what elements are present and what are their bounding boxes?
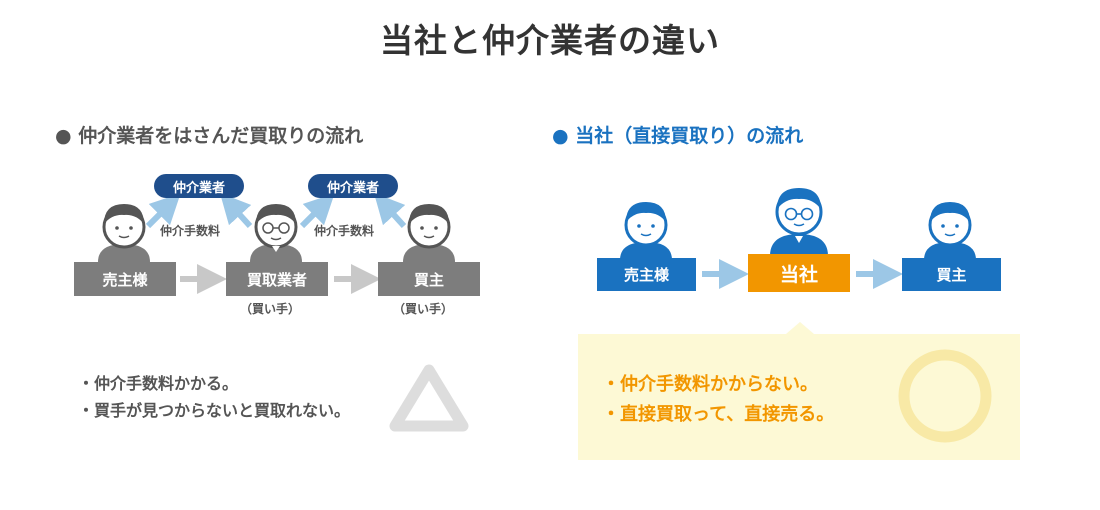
left-heading-text: 仲介業者をはさんだ買取りの流れ (78, 125, 364, 147)
panel-pointer (786, 322, 814, 334)
broker-pill-1: 仲介業者 (154, 174, 244, 198)
broker-pill-2: 仲介業者 (308, 174, 398, 198)
fee-label-2: 仲介手数料 (314, 224, 375, 238)
buyer-box: 買主 (902, 258, 1001, 291)
seller-person-icon (98, 204, 150, 262)
fee-arrow-right-2 (373, 192, 407, 229)
right-point-2: ・直接買取って、直接売る。 (602, 404, 835, 425)
seller-box: 売主様 (597, 258, 696, 291)
fee-arrow-left-2 (299, 193, 335, 229)
fee-arrow-right-1 (219, 192, 253, 229)
buyer-person-icon (924, 202, 976, 260)
bullet-icon: ● (55, 125, 72, 147)
seller-box: 売主様 (74, 262, 176, 296)
buyer-person-icon (403, 204, 455, 262)
buyer-company-box: 買取業者 (226, 262, 328, 296)
buyer-company-sublabel: （買い手） (240, 302, 301, 316)
company-box: 当社 (748, 254, 850, 292)
bullet-icon: ● (552, 125, 569, 147)
buyer-sublabel: （買い手） (393, 302, 454, 316)
page-title: 当社と仲介業者の違い (380, 21, 720, 60)
right-heading-text: 当社（直接買取り）の流れ (575, 125, 804, 147)
circle-rating-icon (898, 349, 992, 443)
triangle-rating-icon (389, 364, 469, 432)
buyer-box: 買主 (378, 262, 480, 296)
right-point-1: ・仲介手数料かからない。 (602, 374, 818, 395)
left-point-2: ・買手が見つからないと買取れない。 (78, 401, 351, 420)
fee-arrow-left-1 (145, 193, 181, 229)
left-point-1: ・仲介手数料かかる。 (78, 374, 239, 393)
right-section-heading: ● 当社（直接買取り）の流れ (552, 121, 803, 148)
fee-label-1: 仲介手数料 (160, 224, 221, 238)
company-person-icon (770, 188, 828, 256)
left-section-heading: ● 仲介業者をはさんだ買取りの流れ (55, 121, 363, 148)
left-points: ・仲介手数料かかる。 ・買手が見つからないと買取れない。 (78, 370, 350, 424)
seller-person-icon (620, 202, 672, 260)
buyer-company-person-icon (250, 204, 302, 262)
right-points: ・仲介手数料かからない。 ・直接買取って、直接売る。 (602, 370, 834, 430)
